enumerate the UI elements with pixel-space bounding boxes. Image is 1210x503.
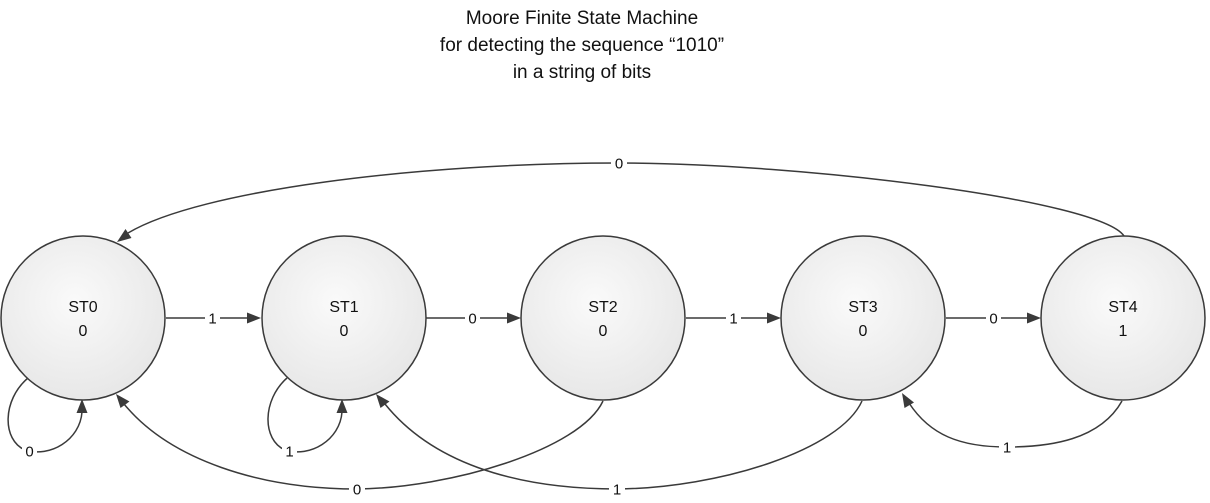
- state-name: ST1: [329, 299, 358, 316]
- state-circle: [0, 235, 166, 401]
- transition-label: 1: [729, 311, 737, 328]
- state-st1: ST1 0: [261, 235, 427, 401]
- arrowhead: [336, 399, 348, 413]
- transition-st4-to-st0: 0: [117, 154, 1125, 242]
- transitions: 1 0 1 0 0: [7, 154, 1125, 499]
- transition-label: 1: [1003, 440, 1011, 457]
- transition-st1-to-st2: 0: [426, 309, 521, 328]
- states: ST0 0 ST1 0 ST2 0 ST3 0 ST4 1: [0, 235, 1206, 401]
- title-line-3: in a string of bits: [513, 62, 651, 83]
- arrowhead: [247, 312, 261, 324]
- transition-label: 1: [208, 311, 216, 328]
- arrowhead: [767, 312, 781, 324]
- transition-label: 0: [353, 482, 361, 499]
- state-output: 0: [79, 323, 88, 340]
- state-name: ST2: [588, 299, 617, 316]
- arrowhead: [507, 312, 521, 324]
- transition-label: 0: [615, 156, 623, 173]
- state-output: 1: [1119, 323, 1128, 340]
- arrowhead: [116, 394, 130, 408]
- state-name: ST3: [848, 299, 877, 316]
- transition-st3-to-st4: 0: [946, 309, 1041, 328]
- state-output: 0: [859, 323, 868, 340]
- arrowhead: [1027, 312, 1041, 324]
- state-output: 0: [599, 323, 608, 340]
- state-name: ST4: [1108, 299, 1137, 316]
- transition-st0-self-loop: 0: [7, 377, 88, 461]
- state-st4: ST4 1: [1040, 235, 1206, 401]
- title-line-2: for detecting the sequence “1010”: [440, 35, 724, 56]
- transition-label: 0: [468, 311, 476, 328]
- state-st0: ST0 0: [0, 235, 166, 401]
- diagram-title: Moore Finite State Machine for detecting…: [440, 8, 724, 83]
- edge-line: [127, 162, 1125, 237]
- title-line-1: Moore Finite State Machine: [466, 8, 698, 29]
- transition-st1-self-loop: 1: [267, 377, 348, 461]
- arrowhead: [117, 229, 132, 242]
- state-circle: [780, 235, 946, 401]
- transition-label: 0: [989, 311, 997, 328]
- transition-st3-to-st1: 1: [376, 394, 863, 499]
- transition-st2-to-st3: 1: [686, 309, 781, 328]
- state-name: ST0: [68, 299, 97, 316]
- transition-st2-to-st0: 0: [116, 394, 604, 499]
- edge-line: [384, 400, 863, 490]
- transition-st4-to-st3: 1: [902, 393, 1123, 457]
- edge-line: [123, 400, 604, 490]
- arrowhead: [902, 393, 914, 408]
- state-circle: [261, 235, 427, 401]
- arrowhead: [76, 399, 88, 413]
- state-circle: [520, 235, 686, 401]
- transition-label: 1: [613, 482, 621, 499]
- transition-label: 0: [25, 444, 33, 461]
- state-st2: ST2 0: [520, 235, 686, 401]
- state-output: 0: [340, 323, 349, 340]
- state-circle: [1040, 235, 1206, 401]
- transition-label: 1: [285, 444, 293, 461]
- edge-line: [908, 400, 1123, 448]
- state-st3: ST3 0: [780, 235, 946, 401]
- arrowhead: [376, 394, 390, 408]
- transition-st0-to-st1: 1: [166, 309, 261, 328]
